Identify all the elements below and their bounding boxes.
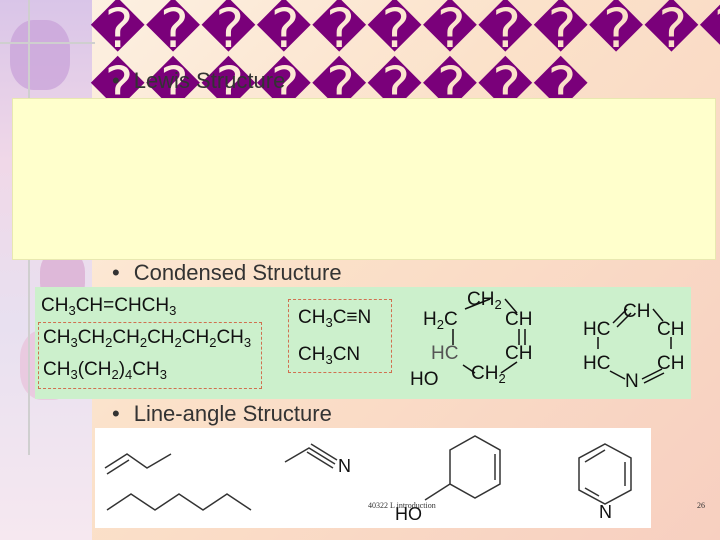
line-angle-structure-panel: N HO N <box>95 428 651 528</box>
condensed-cyclohexene-bonds <box>452 298 672 384</box>
bullet-lewis-label: Lewis Structure <box>133 68 286 93</box>
pyridine-hc-1: HC <box>583 319 611 340</box>
ring-ho: HO <box>410 369 439 390</box>
bullet-line-angle: •Line-angle Structure <box>112 401 332 426</box>
pyridine-ch-right-2: CH <box>657 353 685 374</box>
formula-nitrile-1: CH3C≡N <box>298 307 372 330</box>
condensed-structure-panel: CH3CH=CHCH3 CH3CH2CH2CH2CH2CH3 CH3(CH2)4… <box>35 287 691 399</box>
line-angle-pyridine-n: N <box>599 502 612 522</box>
ring-ch-right-2: CH <box>505 343 533 364</box>
decorative-blob <box>10 20 70 90</box>
formula-hexane-2: CH3(CH2)4CH3 <box>43 359 167 382</box>
ring-h2c: H2C <box>423 309 458 332</box>
decorative-horizontal-line <box>0 42 95 44</box>
pyridine-n: N <box>625 371 639 392</box>
bullet-line-angle-label: Line-angle Structure <box>133 401 332 426</box>
formula-hexane-1: CH3CH2CH2CH2CH2CH3 <box>43 327 252 350</box>
line-angle-nitrile-n: N <box>338 456 351 476</box>
decorative-left-strip <box>0 0 92 540</box>
pyridine-hc-2: HC <box>583 353 611 374</box>
ring-ch-right-1: CH <box>505 309 533 330</box>
lewis-structure-panel <box>12 98 716 260</box>
formula-butene: CH3CH=CHCH3 <box>41 295 177 318</box>
bullet-lewis: •Lewis Structure <box>112 68 286 93</box>
formula-nitrile-2: CH3CN <box>298 344 361 367</box>
footer-page-number: 26 <box>697 501 705 510</box>
bullet-condensed: •Condensed Structure <box>112 260 342 285</box>
pyridine-ch-right-1: CH <box>657 319 685 340</box>
footer-course: 40322 L introduction <box>368 501 436 510</box>
page-title: ���������������� ��������� <box>90 0 720 100</box>
ring-hc: HC <box>431 343 459 364</box>
hexane-dashed-box <box>38 322 262 389</box>
pyridine-ch-top: CH <box>623 301 651 322</box>
bullet-condensed-label: Condensed Structure <box>133 260 342 285</box>
nitrile-dashed-box <box>288 299 392 373</box>
line-angle-ho: HO <box>395 504 422 524</box>
ring-ch2-bottom: CH2 <box>471 363 506 386</box>
ring-ch2-top: CH2 <box>467 289 502 312</box>
line-angle-drawings <box>104 435 632 511</box>
